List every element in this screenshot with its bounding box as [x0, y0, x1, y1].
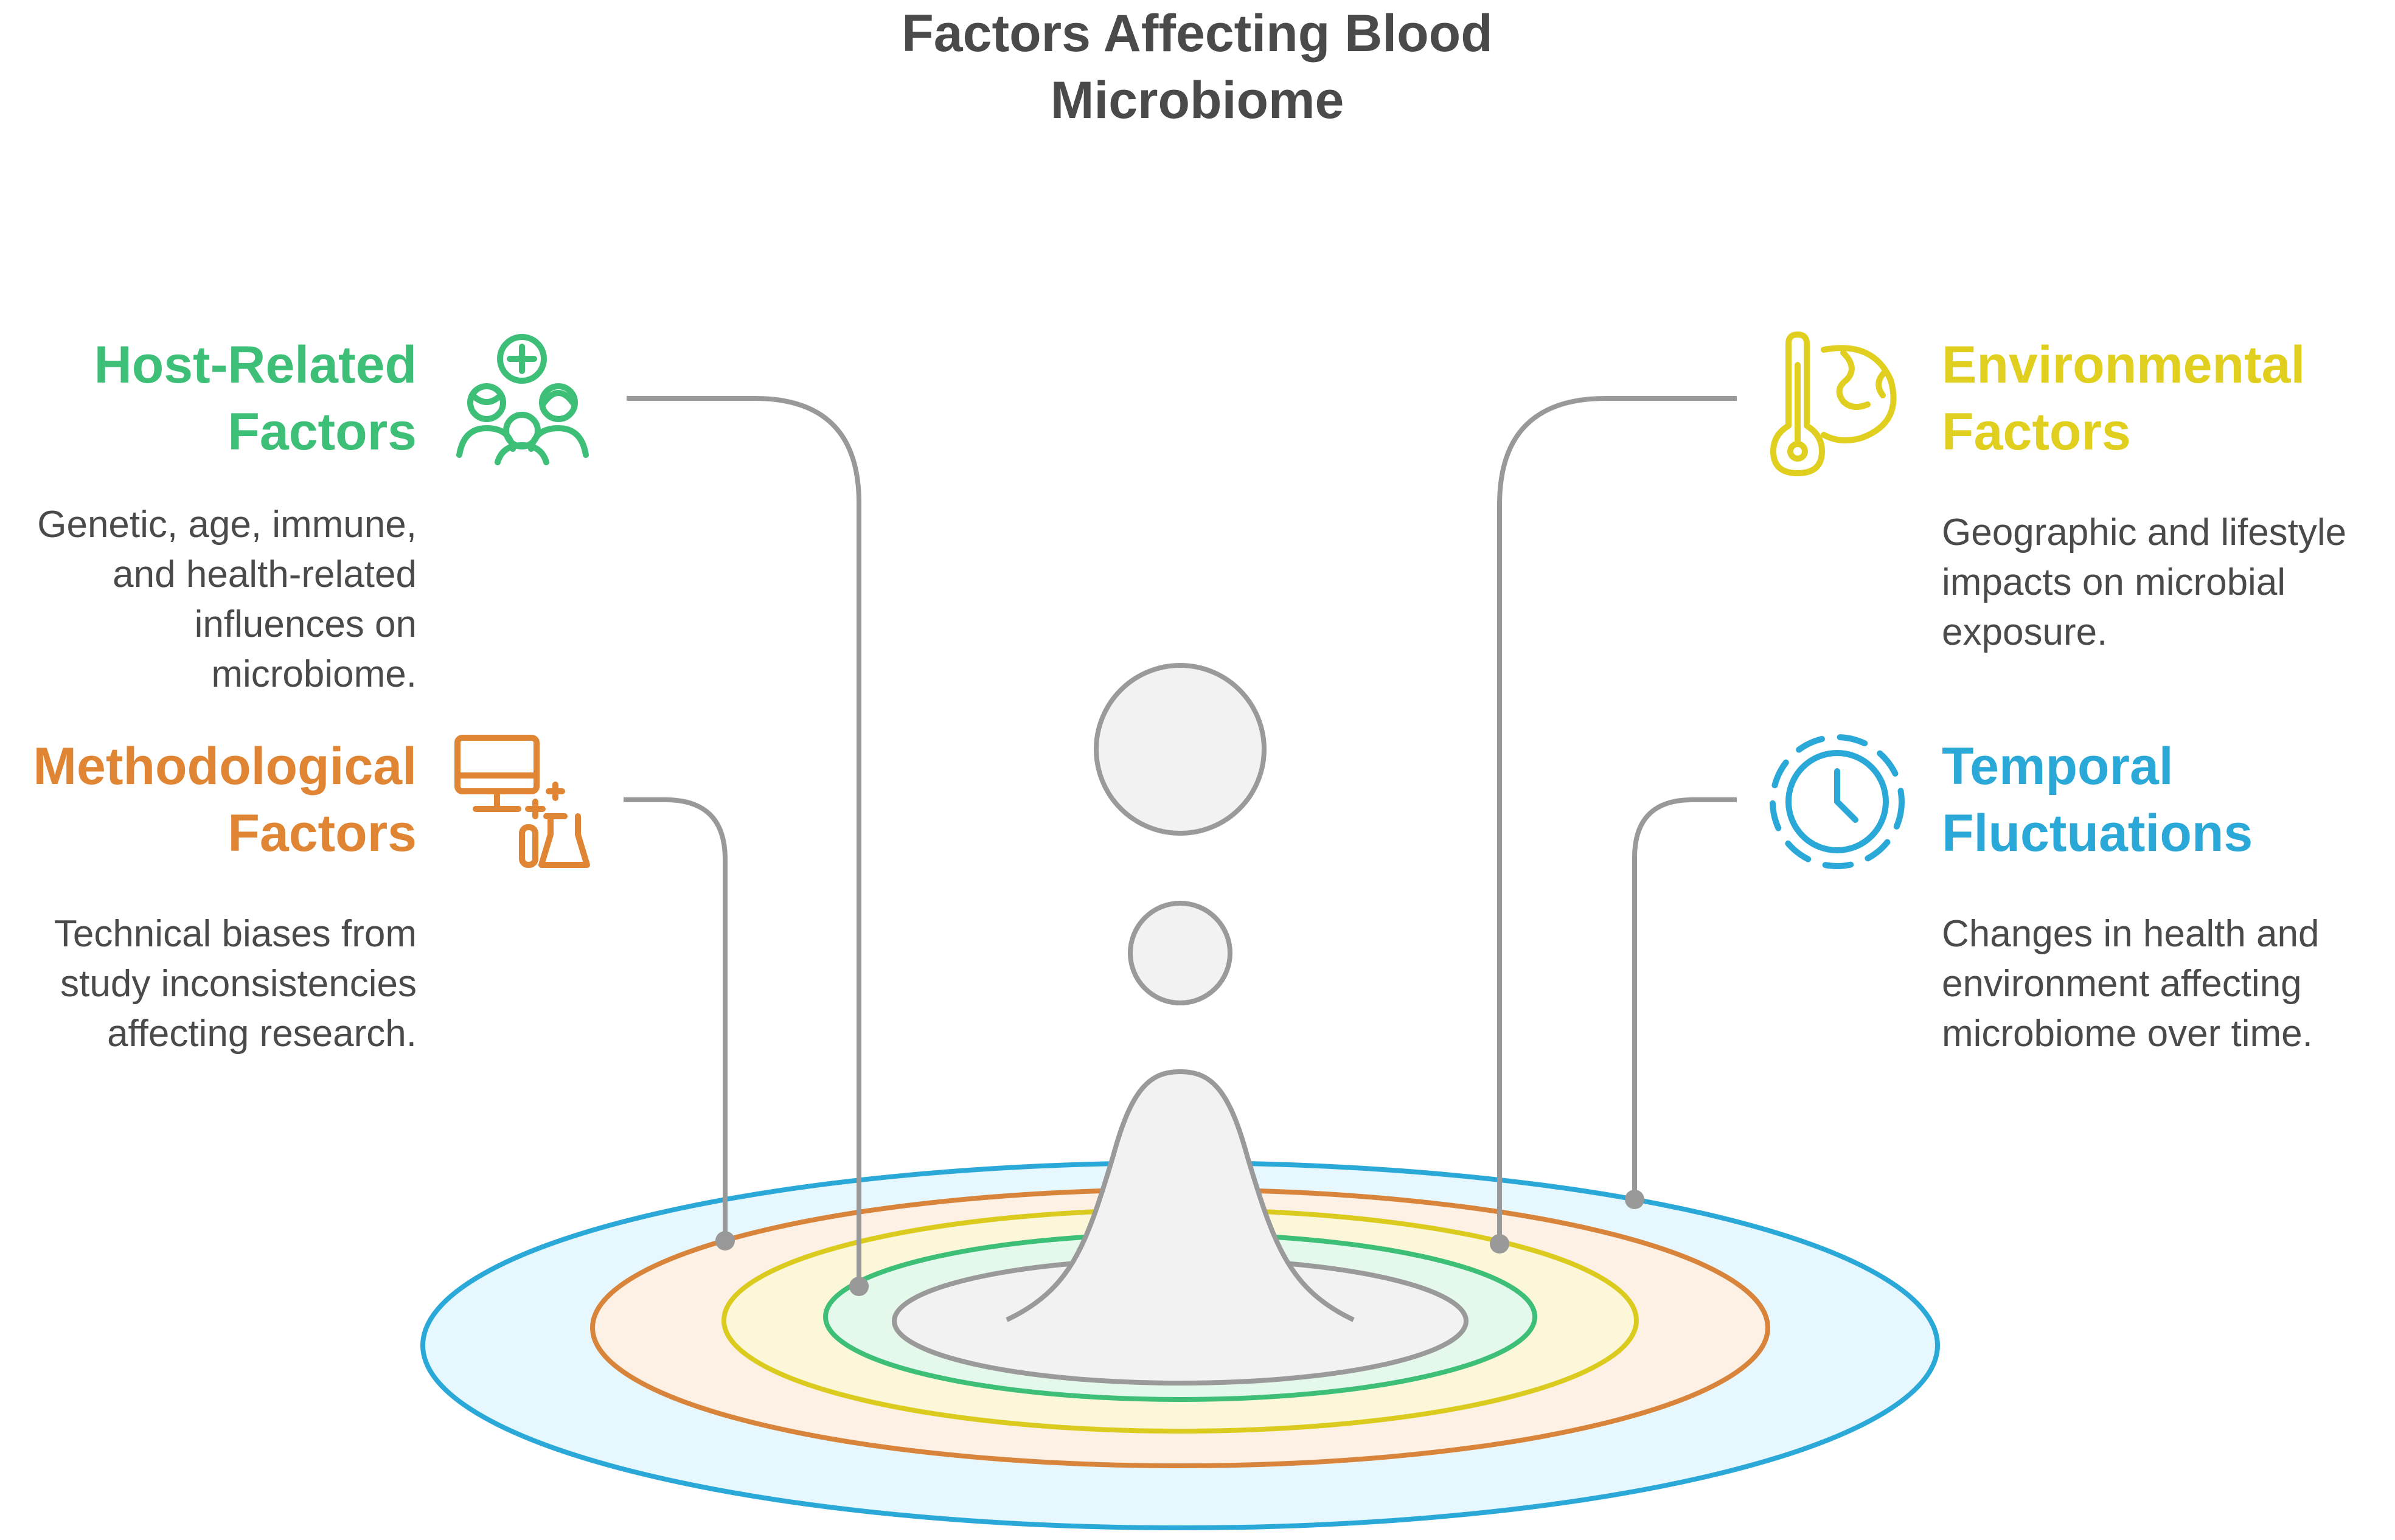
title-line-2: Microbiome [1050, 71, 1344, 130]
host-heading-line-1: Host-Related [94, 336, 417, 394]
temporal-heading: Temporal Fluctuations [1942, 733, 2368, 867]
host-desc-line-1: Genetic, age, immune, [37, 504, 417, 546]
diagram-title: Factors Affecting Blood Microbiome [711, 0, 1684, 134]
host-heading: Host-Related Factors [24, 331, 417, 465]
host-desc-line-4: microbiome. [211, 653, 417, 695]
methodological-heading-line-2: Factors [228, 804, 417, 862]
temporal-description: Changes in health and environment affect… [1942, 909, 2392, 1059]
connector-environmental-dot [1490, 1234, 1509, 1254]
title-line-1: Factors Affecting Blood [902, 4, 1493, 63]
methodological-desc-line-3: affecting research. [107, 1013, 417, 1055]
temporal-desc-line-3: microbiome over time. [1942, 1013, 2313, 1055]
methodological-desc-line-2: study inconsistencies [60, 963, 417, 1005]
splash-peak [1007, 1072, 1354, 1320]
environmental-description: Geographic and lifestyle impacts on micr… [1942, 508, 2392, 657]
environmental-heading-line-1: Environmental [1942, 336, 2306, 394]
people-health-icon [456, 334, 589, 465]
drop-small [1128, 901, 1232, 1005]
temporal-desc-line-1: Changes in health and [1942, 913, 2320, 955]
host-description: Genetic, age, immune, and health-related… [0, 500, 417, 699]
environmental-desc-line-1: Geographic and lifestyle [1942, 512, 2347, 553]
temporal-desc-line-2: environment affecting [1942, 963, 2302, 1005]
host-heading-line-2: Factors [228, 403, 417, 461]
methodological-heading: Methodological Factors [12, 733, 417, 867]
connector-environmental [1497, 396, 1737, 1244]
splash-peak-outline [1006, 1069, 1355, 1322]
connector-methodological [624, 797, 728, 1241]
environmental-desc-line-3: exposure. [1942, 611, 2108, 653]
temporal-heading-line-1: Temporal [1942, 737, 2174, 796]
connector-methodological-dot [715, 1231, 735, 1250]
connector-host [627, 396, 861, 1286]
clock-icon [1770, 734, 1905, 869]
temporal-heading-line-2: Fluctuations [1942, 804, 2253, 862]
environmental-heading: Environmental Factors [1942, 331, 2368, 465]
host-desc-line-2: and health-related [113, 553, 417, 595]
host-desc-line-3: influences on [194, 603, 417, 645]
environmental-heading-line-2: Factors [1942, 403, 2131, 461]
methodological-heading-line-1: Methodological [33, 737, 417, 796]
methodological-desc-line-1: Technical biases from [54, 913, 417, 955]
connector-temporal [1632, 797, 1737, 1199]
computer-lab-flask-icon [454, 735, 590, 868]
drop-large [1094, 663, 1267, 836]
thermometer-globe-icon [1770, 331, 1897, 476]
connector-temporal-dot [1625, 1190, 1644, 1209]
connector-host-dot [849, 1277, 869, 1296]
environmental-desc-line-2: impacts on microbial [1942, 561, 2286, 603]
methodological-description: Technical biases from study inconsistenc… [0, 909, 417, 1059]
